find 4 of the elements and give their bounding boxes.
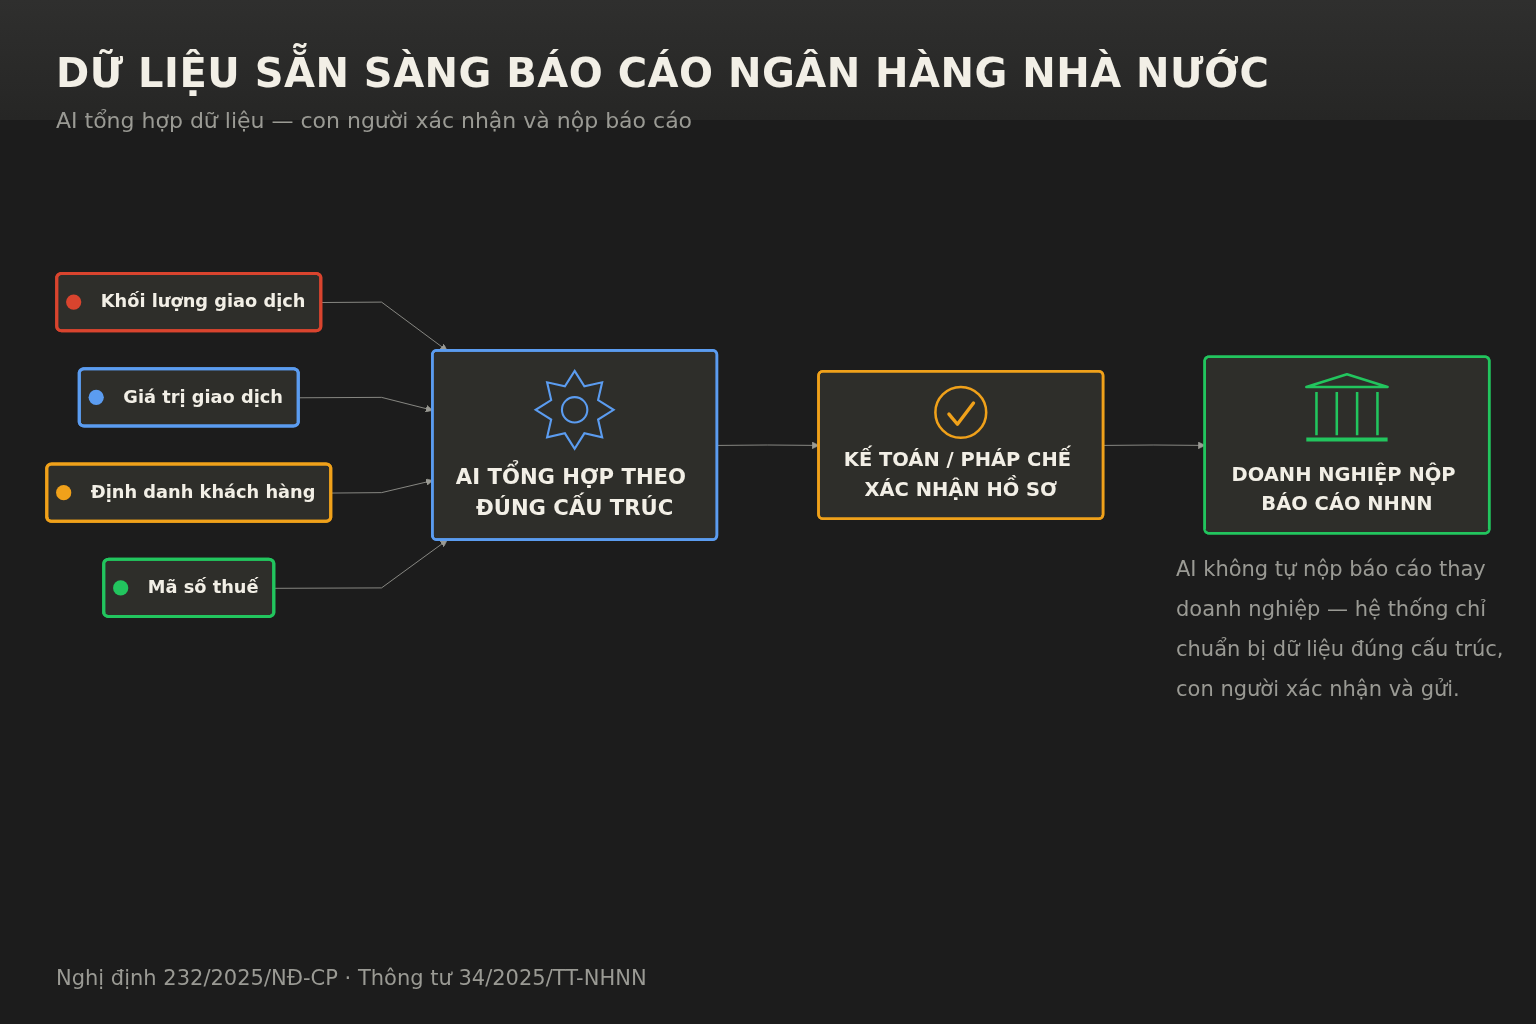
diagram-title: DỮ LIỆU SẴN SÀNG BÁO CÁO NGÂN HÀNG NHÀ NƯỚC <box>56 38 1270 108</box>
note-text: AI không tự nộp báo cáo thay doanh nghiệp — hệ thống chỉ chuẩn bị dữ liệu đúng cấu trúc, con người xác nhận và gửi. <box>1176 556 1505 704</box>
subtitle: AI tổng hợp dữ liệu — con người xác nhận và nộp báo cáo <box>56 107 693 135</box>
footer-text: Nghị định 232/2025/NĐ-CP · Thông tư 34/2025/TT-NHNN <box>56 965 647 992</box>
